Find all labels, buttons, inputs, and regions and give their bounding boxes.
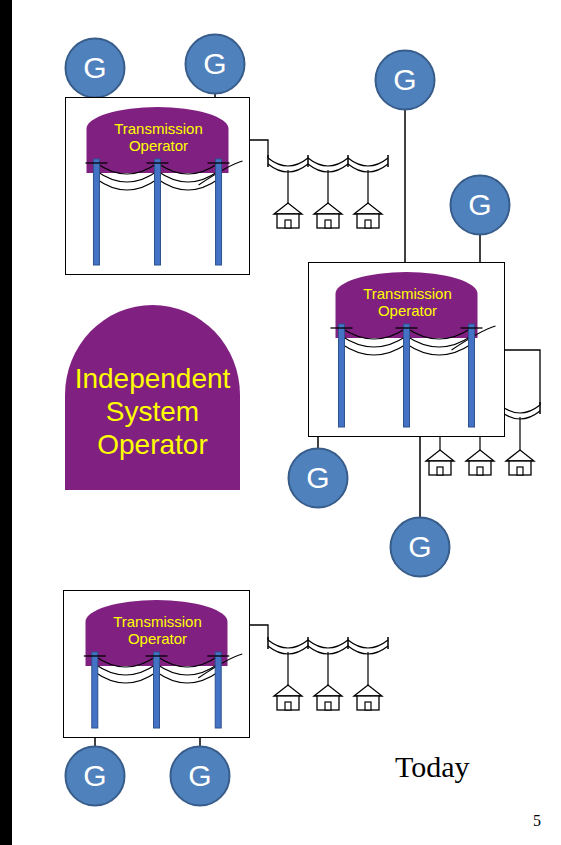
shape-outline	[63, 590, 250, 738]
generator-circle: G	[374, 49, 436, 111]
generator-circle: G	[169, 745, 231, 807]
generator-label: G	[287, 447, 349, 509]
connector-line	[479, 235, 481, 263]
generator-label: G	[64, 745, 126, 807]
generator-circle: G	[64, 745, 126, 807]
generator-circle: G	[449, 174, 511, 236]
feeder-line	[250, 140, 268, 158]
generator-circle: G	[287, 447, 349, 509]
generator-label: G	[389, 516, 451, 578]
generator-label: G	[374, 49, 436, 111]
operator-dome	[86, 107, 228, 173]
transmission-towers	[330, 324, 495, 427]
transmission-operator-box: Transmission Operator	[65, 97, 250, 275]
operator-dome	[85, 600, 227, 666]
connector-line	[199, 738, 201, 747]
generator-circle: G	[389, 516, 451, 578]
generator-circle: G	[64, 37, 126, 99]
operator-dome	[65, 305, 240, 490]
operator-dome	[335, 272, 477, 338]
operator-label: Transmission Operator	[100, 613, 216, 647]
distribution-houses	[268, 155, 388, 228]
generator-label: G	[184, 33, 246, 95]
feeder-line	[505, 350, 540, 405]
system-operator-dome: Independent System Operator	[65, 305, 240, 490]
generator-label: G	[449, 174, 511, 236]
transmission-towers	[83, 652, 241, 728]
operator-label: Transmission Operator	[101, 120, 217, 154]
generator-circle: G	[184, 33, 246, 95]
transmission-towers	[85, 159, 242, 265]
connector-line	[404, 110, 406, 263]
page-number: 5	[533, 812, 541, 830]
operator-label: Independent System Operator	[69, 362, 237, 461]
era-label: Today	[395, 750, 470, 784]
side-bar	[0, 0, 12, 845]
operator-label: Transmission Operator	[350, 285, 466, 319]
transmission-operator-box: Transmission Operator	[308, 262, 505, 437]
transmission-operator-box: Transmission Operator	[63, 590, 250, 738]
generator-label: G	[169, 745, 231, 807]
feeder-line	[250, 625, 268, 640]
generator-label: G	[64, 37, 126, 99]
distribution-houses	[268, 637, 388, 710]
connector-line	[94, 738, 96, 747]
connector-line	[419, 437, 421, 518]
connector-line	[317, 437, 319, 449]
